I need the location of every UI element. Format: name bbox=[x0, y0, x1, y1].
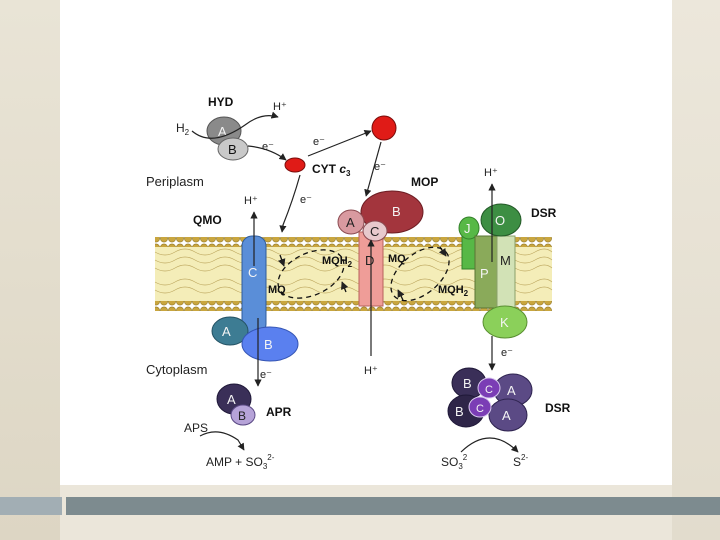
mop-subunit-d-label: D bbox=[365, 253, 374, 268]
apr-complex: A B APR APS AMP + SO32- bbox=[184, 383, 292, 471]
left-cycle-arrow-down bbox=[277, 254, 286, 267]
dsr-subunit-j-head bbox=[458, 216, 480, 240]
membrane-inner-heads bbox=[155, 301, 552, 311]
cytochrome-large bbox=[371, 115, 397, 141]
upper-electron-label: e⁻ bbox=[313, 136, 325, 148]
hyd-electron-arrow bbox=[247, 145, 287, 161]
dsrab-a2-label: A bbox=[502, 408, 511, 423]
cytoplasm-electron-label: e⁻ bbox=[260, 369, 272, 381]
footer-bar bbox=[66, 497, 720, 515]
cyt-to-qmo-arrow bbox=[279, 174, 301, 233]
hyd-subunit-a-label: A bbox=[218, 124, 227, 139]
amp-sulfite-label: AMP + SO32- bbox=[206, 453, 275, 471]
left-cycle-arrow-up bbox=[340, 281, 349, 293]
cytochrome-c3: CYT c3 e⁻ e⁻ e⁻ bbox=[279, 115, 397, 233]
page-margin-right bbox=[672, 0, 720, 540]
mq-right-label: MQ bbox=[388, 253, 406, 265]
dsr-subunit-m-label: M bbox=[500, 253, 511, 268]
dsr-subunit-o-label: O bbox=[495, 213, 505, 228]
mop-label: MOP bbox=[411, 175, 438, 189]
mop-subunit-c bbox=[362, 220, 388, 242]
cyt-c3-label: CYT c3 bbox=[312, 162, 351, 178]
mop-subunit-a-label: A bbox=[346, 215, 355, 230]
dsrc-1 bbox=[477, 377, 501, 399]
dsrab-b1-label: B bbox=[463, 376, 472, 391]
apr-subunit-b bbox=[230, 404, 256, 426]
hyd-proton-label: H⁺ bbox=[273, 101, 287, 113]
mq-left-label: MQ bbox=[268, 284, 286, 296]
mop-complex: MOP D B A C H⁺ bbox=[337, 175, 438, 377]
apr-subunit-a-label: A bbox=[227, 392, 236, 407]
qmo-subunit-b bbox=[241, 326, 299, 362]
qmo-proton-label: H⁺ bbox=[244, 195, 258, 207]
hyd-subunit-b-label: B bbox=[228, 142, 237, 157]
hyd-label: HYD bbox=[208, 95, 234, 109]
dsrab-a1-label: A bbox=[507, 383, 516, 398]
h2-label: H2 bbox=[176, 121, 190, 137]
mqh2-left-label: MQH2 bbox=[322, 255, 353, 269]
hyd-complex: HYD H2 A B H⁺ e⁻ bbox=[176, 95, 287, 161]
dsr-subunit-k bbox=[482, 305, 528, 339]
qmo-subunit-b-label: B bbox=[264, 337, 273, 352]
bottom-proton-label: H⁺ bbox=[364, 365, 378, 377]
dsrab-complex: A B A B C C DSR SO32 S2- bbox=[441, 367, 571, 471]
mop-subunit-c-label: C bbox=[370, 224, 379, 239]
aps-label: APS bbox=[184, 421, 208, 435]
mop-subunit-b-label: B bbox=[392, 204, 401, 219]
sulfite-label: SO32 bbox=[441, 453, 468, 471]
apr-subunit-b-label: B bbox=[238, 409, 246, 423]
dsrab-b2-label: B bbox=[455, 404, 464, 419]
dsr-subunit-k-label: K bbox=[500, 315, 509, 330]
left-quinone-cycle bbox=[277, 249, 345, 299]
cyt-to-cyt-arrow bbox=[307, 130, 372, 157]
quinone-cycles: MQH2 MQ MQ MQH2 bbox=[268, 246, 469, 302]
hyd-electron-label: e⁻ bbox=[262, 141, 274, 153]
sulfite-to-sulfide-arrow bbox=[460, 437, 519, 453]
dsr-proton-label: H⁺ bbox=[484, 167, 498, 179]
qmo-subunit-a-label: A bbox=[222, 324, 231, 339]
cyt-to-mop-arrow bbox=[364, 141, 382, 197]
footer-bar-left bbox=[0, 497, 62, 515]
right-cycle-arrow-up bbox=[397, 289, 405, 301]
dsr-subunit-p-label: P bbox=[480, 266, 489, 281]
dsr-electron-label: e⁻ bbox=[501, 347, 513, 359]
qmo-complex: QMO H⁺ C A B e⁻ bbox=[193, 195, 299, 387]
dsr-top-label: DSR bbox=[531, 206, 557, 220]
membrane-outer-heads bbox=[155, 237, 552, 247]
upper-electron-label-2: e⁻ bbox=[374, 161, 386, 173]
dsr-subunit-m bbox=[496, 235, 516, 309]
apr-label: APR bbox=[266, 405, 292, 419]
qmo-subunit-a bbox=[211, 316, 249, 346]
hyd-subunit-b bbox=[217, 137, 249, 161]
qmo-subunit-c-label: C bbox=[248, 265, 257, 280]
mop-subunit-a bbox=[337, 209, 365, 235]
mid-electron-label: e⁻ bbox=[300, 194, 312, 206]
dsr-subunit-j-label: J bbox=[464, 221, 471, 236]
cytoplasm-label: Cytoplasm bbox=[146, 362, 207, 377]
sulfide-label: S2- bbox=[513, 453, 528, 469]
aps-to-amp-arrow bbox=[199, 431, 245, 451]
dsr-subunit-o bbox=[480, 203, 522, 237]
dsrc-1-label: C bbox=[485, 384, 493, 396]
h2-arrow bbox=[191, 111, 279, 139]
page-margin-left bbox=[0, 0, 60, 540]
periplasm-label: Periplasm bbox=[146, 174, 204, 189]
right-cycle-arrow-down bbox=[438, 246, 447, 257]
mqh2-right-label: MQH2 bbox=[438, 284, 469, 298]
dsrab-a2 bbox=[488, 398, 528, 432]
cytochrome-small bbox=[284, 157, 306, 173]
dsrc-2 bbox=[468, 396, 492, 418]
qmo-label: QMO bbox=[193, 213, 222, 227]
dsr-bottom-label: DSR bbox=[545, 401, 571, 415]
dsrc-2-label: C bbox=[476, 403, 484, 415]
dsrmkjop-complex: DSR H⁺ J P M O K e⁻ bbox=[458, 167, 557, 371]
